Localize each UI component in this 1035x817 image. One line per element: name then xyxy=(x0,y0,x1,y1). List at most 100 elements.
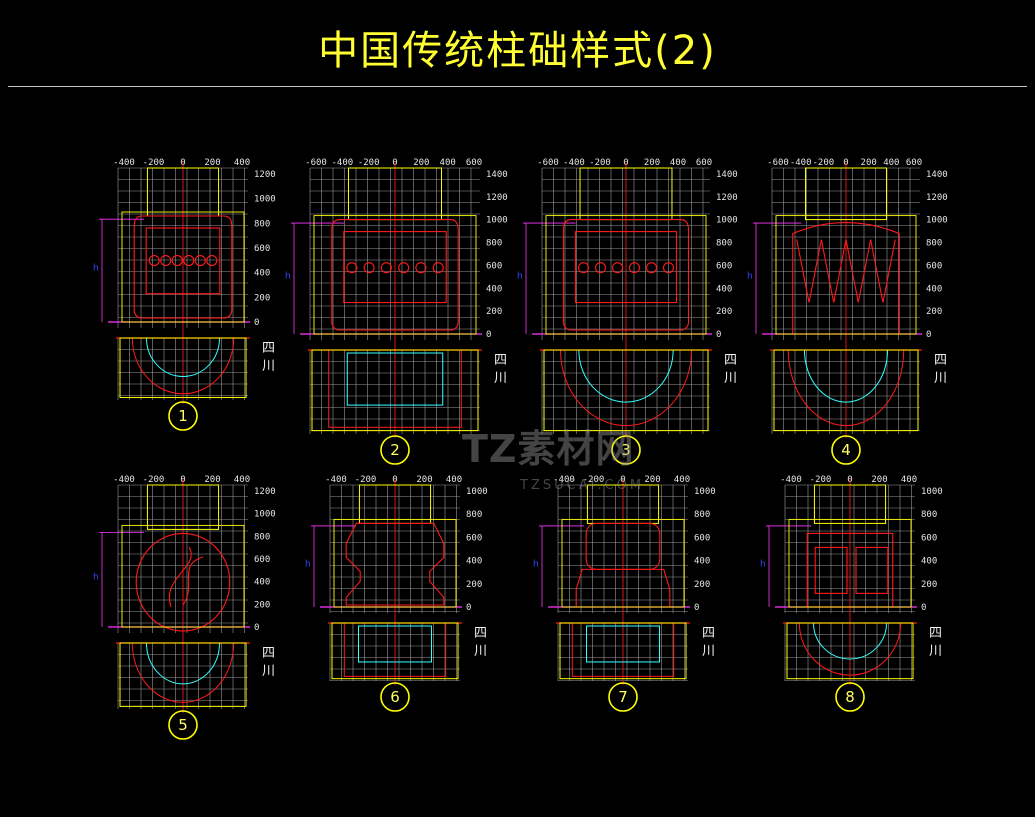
y-tick-label: 400 xyxy=(254,578,270,588)
y-tick-label: 800 xyxy=(486,239,502,249)
watermark: TZ素材网 xyxy=(462,427,635,471)
base-outline xyxy=(561,518,685,608)
x-tick-label: 400 xyxy=(883,158,899,168)
y-tick-label: 200 xyxy=(926,307,942,317)
x-tick-label: -600 xyxy=(305,158,327,168)
column-base-elevation xyxy=(792,222,900,335)
base-outline xyxy=(121,211,245,323)
height-mark: h xyxy=(747,272,753,282)
height-mark: h xyxy=(285,272,291,282)
column-base-panel-3: -600-400-2000200400600140012001000800600… xyxy=(512,156,790,482)
y-tick-label: 0 xyxy=(486,330,491,340)
region-label-line2: 川 xyxy=(494,371,507,386)
region-label-line1: 四 xyxy=(262,646,275,661)
y-tick-label: 1200 xyxy=(716,193,738,203)
y-tick-label: 400 xyxy=(466,557,482,567)
number-badge-label: 8 xyxy=(845,688,855,706)
height-mark: h xyxy=(517,272,523,282)
x-tick-label: -400 xyxy=(325,475,347,485)
height-mark: h xyxy=(760,559,766,569)
number-badge-label: 2 xyxy=(390,441,400,459)
y-tick-label: 1000 xyxy=(926,216,948,226)
x-tick-label: 200 xyxy=(861,158,877,168)
y-tick-label: 0 xyxy=(716,330,721,340)
height-mark: h xyxy=(93,264,99,274)
column-shaft xyxy=(805,167,887,221)
number-badge xyxy=(611,435,641,465)
y-tick-label: 600 xyxy=(486,261,502,271)
column-base-panel-7: -400-200020040010008006004002000h四川7 xyxy=(528,473,768,729)
y-tick-label: 1200 xyxy=(486,193,508,203)
y-tick-label: 200 xyxy=(254,600,270,610)
x-tick-label: -400 xyxy=(553,475,575,485)
y-tick-label: 600 xyxy=(694,533,710,543)
column-shaft xyxy=(813,484,887,524)
y-tick-label: 800 xyxy=(254,532,270,542)
x-tick-label: -400 xyxy=(331,158,353,168)
number-badge xyxy=(380,435,410,465)
x-tick-label: 400 xyxy=(440,158,456,168)
base-outline xyxy=(545,215,707,335)
x-tick-label: 200 xyxy=(204,475,220,485)
y-tick-label: 800 xyxy=(926,239,942,249)
x-tick-label: -200 xyxy=(143,475,165,485)
region-label-line1: 四 xyxy=(262,341,275,356)
panel-drawing-7: -400-200020040010008006004002000h四川7 xyxy=(533,475,716,712)
x-tick-label: 400 xyxy=(674,475,690,485)
x-tick-label: -200 xyxy=(355,475,377,485)
x-tick-label: -200 xyxy=(143,158,165,168)
y-tick-label: 0 xyxy=(921,603,926,613)
y-tick-label: 600 xyxy=(921,533,937,543)
y-tick-label: 1000 xyxy=(466,487,488,497)
y-tick-label: 1200 xyxy=(254,170,276,180)
panel-drawing-4: -600-400-2000200400600140012001000800600… xyxy=(747,158,948,465)
x-tick-label: 200 xyxy=(871,475,887,485)
number-badge-label: 7 xyxy=(618,688,628,706)
column-base-elevation xyxy=(562,219,690,331)
y-tick-label: 600 xyxy=(254,244,270,254)
y-tick-label: 0 xyxy=(466,603,471,613)
x-tick-label: -600 xyxy=(767,158,789,168)
x-tick-label: -400 xyxy=(113,475,135,485)
y-tick-label: 800 xyxy=(694,510,710,520)
y-tick-label: 200 xyxy=(254,293,270,303)
region-label-line2: 川 xyxy=(934,371,947,386)
y-tick-label: 0 xyxy=(254,623,259,633)
panel-drawing-3: -600-400-2000200400600140012001000800600… xyxy=(517,158,738,465)
y-tick-label: 1200 xyxy=(254,487,276,497)
column-base-plan xyxy=(543,349,709,432)
y-tick-label: 1000 xyxy=(716,216,738,226)
number-badge-label: 3 xyxy=(621,441,631,459)
number-badge-label: 4 xyxy=(841,441,851,459)
base-outline xyxy=(313,215,477,335)
column-base-panel-8: -400-200020040010008006004002000h四川8 xyxy=(755,473,995,729)
column-shaft xyxy=(146,484,220,530)
watermark-url: TZSUCAI.COM xyxy=(520,478,645,493)
y-tick-label: 200 xyxy=(694,580,710,590)
x-tick-label: -200 xyxy=(583,475,605,485)
column-base-elevation xyxy=(135,532,231,632)
column-base-plan xyxy=(786,622,914,680)
y-tick-label: 600 xyxy=(466,533,482,543)
x-tick-label: 400 xyxy=(234,158,250,168)
y-tick-label: 0 xyxy=(694,603,699,613)
region-label-line2: 川 xyxy=(262,359,275,374)
y-tick-label: 600 xyxy=(926,261,942,271)
x-tick-label: -400 xyxy=(563,158,585,168)
panel-drawing-5: -400-2000200400120010008006004002000h四川5 xyxy=(93,475,276,740)
region-label-line2: 川 xyxy=(474,644,487,659)
panel-drawing-6: -400-200020040010008006004002000h四川6 xyxy=(305,475,488,712)
y-tick-label: 1000 xyxy=(486,216,508,226)
region-label-line2: 川 xyxy=(702,644,715,659)
y-tick-label: 600 xyxy=(254,555,270,565)
y-tick-label: 800 xyxy=(466,510,482,520)
y-tick-label: 1000 xyxy=(254,195,276,205)
column-base-plan xyxy=(311,349,479,432)
column-base-plan xyxy=(559,622,687,680)
x-tick-label: 400 xyxy=(901,475,917,485)
y-tick-label: 1400 xyxy=(926,170,948,180)
number-badge xyxy=(608,682,638,712)
x-tick-label: 600 xyxy=(466,158,482,168)
region-label-line1: 四 xyxy=(934,353,947,368)
column-base-plan xyxy=(119,642,247,707)
